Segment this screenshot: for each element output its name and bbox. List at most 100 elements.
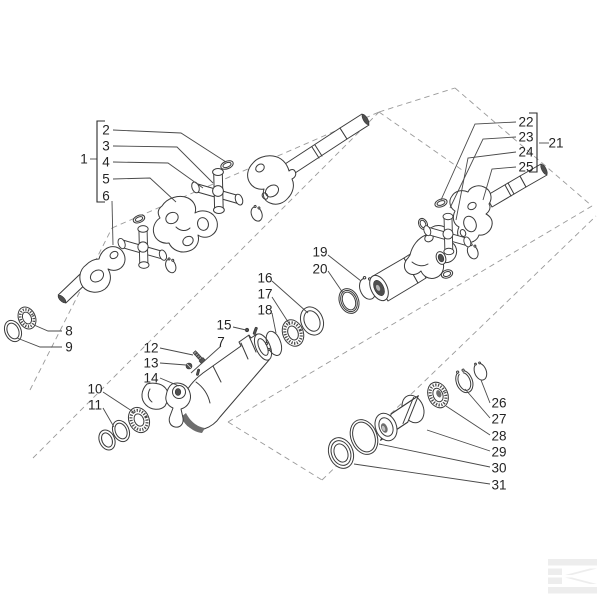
dashed-guide-line (29, 227, 113, 391)
leader-line-28 (445, 405, 491, 436)
part-number-labels: 1234567891011121314151617181920212223242… (65, 115, 563, 493)
part-label-28: 28 (491, 429, 506, 444)
bushing-29 (374, 394, 425, 442)
ball-bearing-28 (427, 381, 449, 409)
part-label-2: 2 (102, 123, 110, 138)
leader-line-26 (480, 379, 491, 404)
leader-line-13 (159, 362, 187, 366)
steering-fork-14 (141, 382, 191, 428)
dashed-guide-line (227, 205, 593, 423)
part-label-11: 11 (88, 398, 102, 413)
leader-line-19 (327, 254, 362, 282)
part-label-6: 6 (102, 189, 110, 204)
leader-line-24 (455, 151, 517, 221)
ujoint-cross-upper (189, 168, 245, 214)
part-label-29: 29 (491, 445, 506, 460)
circlip-27 (455, 368, 474, 394)
oring-knuckle-lower (440, 269, 454, 279)
leader-line-4 (112, 161, 204, 189)
bearing-cup-16 (299, 306, 325, 336)
bearing-ring-8 (17, 306, 37, 330)
part-label-26: 26 (491, 396, 506, 411)
part-label-3: 3 (102, 139, 110, 154)
seal-ring-lower-cross (132, 214, 146, 224)
group-bracket-21 (529, 112, 538, 173)
leader-line-9 (16, 337, 62, 348)
part-label-24: 24 (518, 145, 534, 160)
group-brackets (96, 112, 538, 203)
part-label-23: 23 (518, 130, 533, 145)
part-label-18: 18 (257, 303, 272, 318)
group-bracket-1 (96, 120, 105, 203)
axle-shaft-yoke (247, 155, 297, 205)
bearing-cone-10 (127, 406, 151, 434)
leader-line-3 (112, 145, 214, 184)
kramp-logo-watermark (548, 559, 597, 594)
ring-11b (98, 429, 116, 451)
part-label-22: 22 (518, 115, 533, 130)
leader-line-18 (271, 312, 277, 334)
part-label-21: 21 (548, 136, 563, 151)
ring-11a (111, 419, 131, 443)
stub-shaft-25 (485, 163, 548, 208)
dashed-guide-line (227, 421, 323, 481)
leader-line-25 (482, 166, 517, 201)
leader-line-7 (190, 345, 222, 374)
part-label-8: 8 (65, 324, 73, 339)
part-label-20: 20 (312, 262, 327, 277)
leader-line-17 (271, 296, 291, 326)
leader-line-30 (378, 443, 491, 468)
leader-line-10 (102, 391, 136, 414)
leader-line-5 (112, 177, 177, 203)
leader-line-29 (426, 429, 491, 452)
leader-line-8 (33, 324, 62, 332)
part-label-27: 27 (491, 412, 506, 427)
dashed-guide-line (378, 111, 463, 171)
leader-line-12 (159, 347, 194, 356)
bolt-12 (192, 350, 206, 365)
stub-shaft-yoke-25 (449, 185, 493, 244)
part-label-31: 31 (491, 478, 506, 493)
part-label-16: 16 (257, 271, 272, 286)
circlip-upper-cross (250, 204, 263, 222)
centering-yoke (152, 195, 218, 253)
leader-line-23 (449, 136, 517, 209)
part-label-4: 4 (102, 155, 110, 170)
dashed-guide-line (321, 215, 597, 481)
part-label-10: 10 (87, 382, 102, 397)
leader-line-20 (327, 270, 344, 294)
part-label-14: 14 (143, 371, 159, 386)
part-label-19: 19 (312, 245, 327, 260)
circlip-lower-cross (165, 257, 177, 274)
part-label-1: 1 (80, 152, 88, 167)
part-label-17: 17 (257, 287, 272, 302)
leader-lines (16, 121, 549, 485)
oring-9 (3, 319, 23, 343)
part-label-30: 30 (491, 461, 506, 476)
oring-30 (349, 419, 379, 455)
lock-pin-15b (196, 368, 201, 376)
part-label-15: 15 (216, 318, 231, 333)
snap-ring-18 (265, 330, 283, 356)
snap-ring-26 (473, 361, 488, 381)
leader-line-16 (271, 280, 309, 314)
part-label-25: 25 (518, 160, 533, 175)
seal-ring-22 (434, 198, 448, 208)
leader-line-14 (159, 377, 180, 387)
part-label-9: 9 (65, 340, 73, 355)
dashed-guide-line (454, 87, 593, 207)
axle-shaft (284, 113, 370, 176)
seal-31 (327, 437, 355, 469)
leader-line-11 (102, 407, 115, 428)
leader-line-31 (353, 463, 491, 485)
part-label-12: 12 (143, 341, 158, 356)
part-label-5: 5 (102, 172, 110, 187)
leader-line-6 (111, 200, 114, 246)
leader-line-27 (464, 388, 491, 419)
bearing-cone-17 (281, 319, 305, 347)
dashed-guide-line (378, 87, 456, 113)
seal-ring-20 (338, 288, 360, 314)
leader-line-2 (112, 129, 227, 163)
